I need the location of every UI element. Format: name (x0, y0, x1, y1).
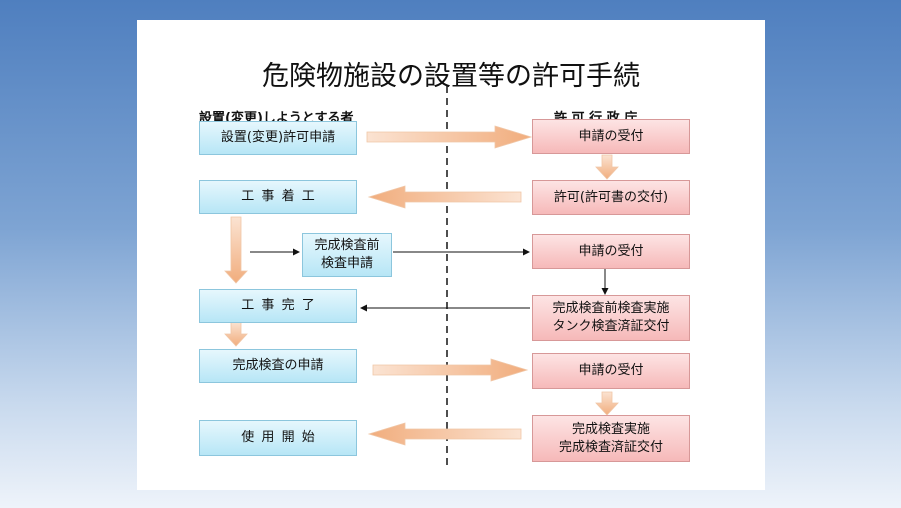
start-of-use-box: 使用開始 (199, 420, 357, 456)
construction-start-box: 工事着工 (199, 180, 357, 214)
application-reception-box-2: 申請の受付 (532, 234, 690, 269)
completion-inspection-application-box: 完成検査の申請 (199, 349, 357, 383)
slide: 危険物施設の設置等の許可手続 設置(変更)しようとする者 許可行政庁 設置(変更… (137, 20, 765, 490)
arrow-left-1 (367, 185, 522, 209)
permit-issuance-box: 許可(許可書の交付) (532, 180, 690, 215)
flow-arrows (224, 86, 619, 468)
pre-completion-inspection-box: 完成検査前検査実施 タンク検査済証交付 (532, 295, 690, 341)
application-reception-box-1: 申請の受付 (532, 119, 690, 154)
arrow-down-left-2 (224, 321, 248, 347)
arrow-down-right-1 (595, 154, 619, 180)
diagram-title: 危険物施設の設置等の許可手続 (262, 61, 640, 92)
arrow-down-left-1 (224, 216, 248, 284)
arrow-down-right-2 (595, 391, 619, 416)
permit-application-box: 設置(変更)許可申請 (199, 121, 357, 155)
completion-inspection-box: 完成検査実施 完成検査済証交付 (532, 415, 690, 462)
arrow-right-2 (372, 358, 529, 382)
pre-completion-inspection-application-box: 完成検査前 検査申請 (302, 233, 392, 277)
construction-complete-box: 工事完了 (199, 289, 357, 323)
application-reception-box-3: 申請の受付 (532, 353, 690, 389)
arrow-right-1 (366, 125, 533, 149)
arrow-left-2 (367, 422, 522, 446)
